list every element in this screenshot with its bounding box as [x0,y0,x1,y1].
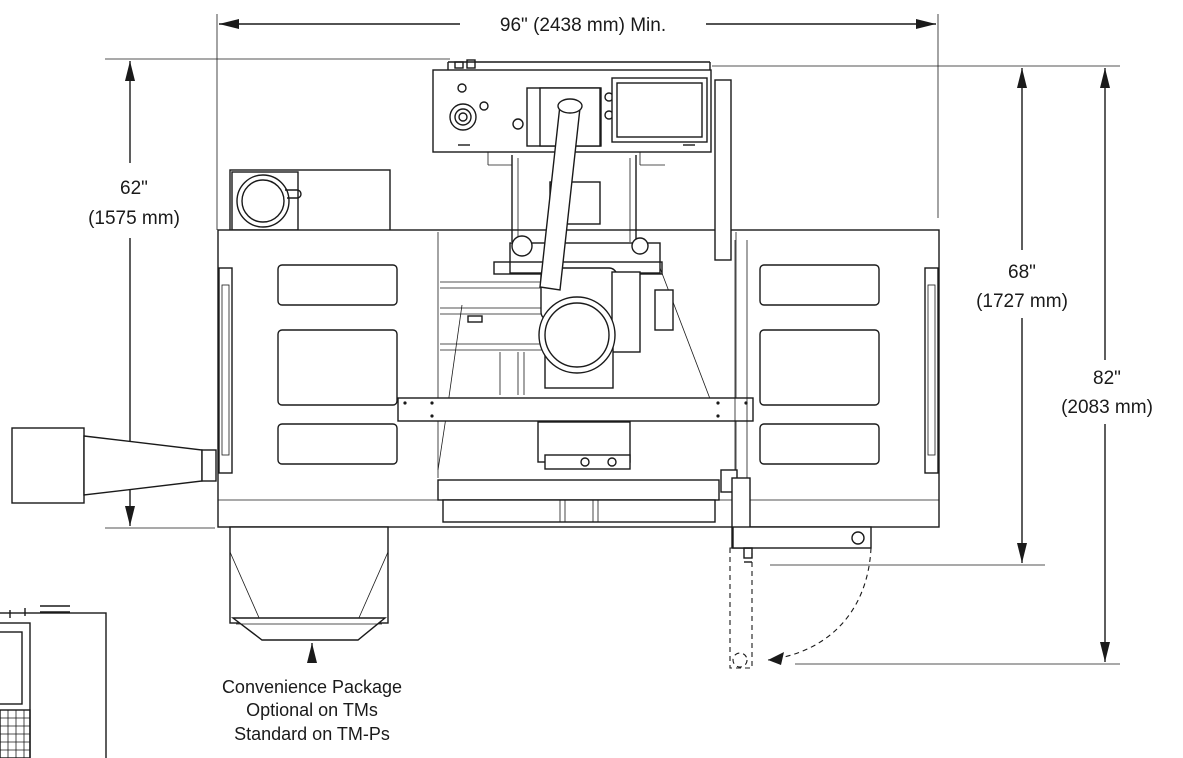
depth-82-inches-label: 82" [1093,368,1121,389]
depth-68-dimension: 68" (1727 mm) [976,68,1068,563]
chip-conveyor [11,427,217,504]
door-swing-outline [729,547,872,669]
front-door-bar [397,397,754,422]
depth-68-mm-label: (1727 mm) [976,291,1068,312]
depth-62-dimension: 62" (1575 mm) [88,61,180,526]
depth-82-dimension: 82" (2083 mm) [1061,68,1153,662]
coolant-tank [229,169,391,233]
pendant-arm [714,79,872,563]
control-cabinet [0,605,107,758]
depth-68-inches-label: 68" [1008,262,1036,283]
callout-line-1: Convenience Package [222,677,402,697]
callout-line-3: Standard on TM-Ps [234,724,390,744]
convenience-package-callout: Convenience Package Optional on TMs Stan… [222,677,402,744]
depth-62-inches-label: 62" [120,178,148,199]
width-dimension-label: 96" (2438 mm) Min. [500,15,666,36]
depth-62-mm-label: (1575 mm) [88,208,180,229]
cable-carrier [539,98,583,291]
extension-lines [105,14,1120,665]
table-area [437,421,720,523]
depth-82-mm-label: (2083 mm) [1061,397,1153,418]
convenience-package [229,526,389,663]
callout-line-2: Optional on TMs [246,700,378,720]
width-dimension: 96" (2438 mm) Min. [219,15,936,36]
